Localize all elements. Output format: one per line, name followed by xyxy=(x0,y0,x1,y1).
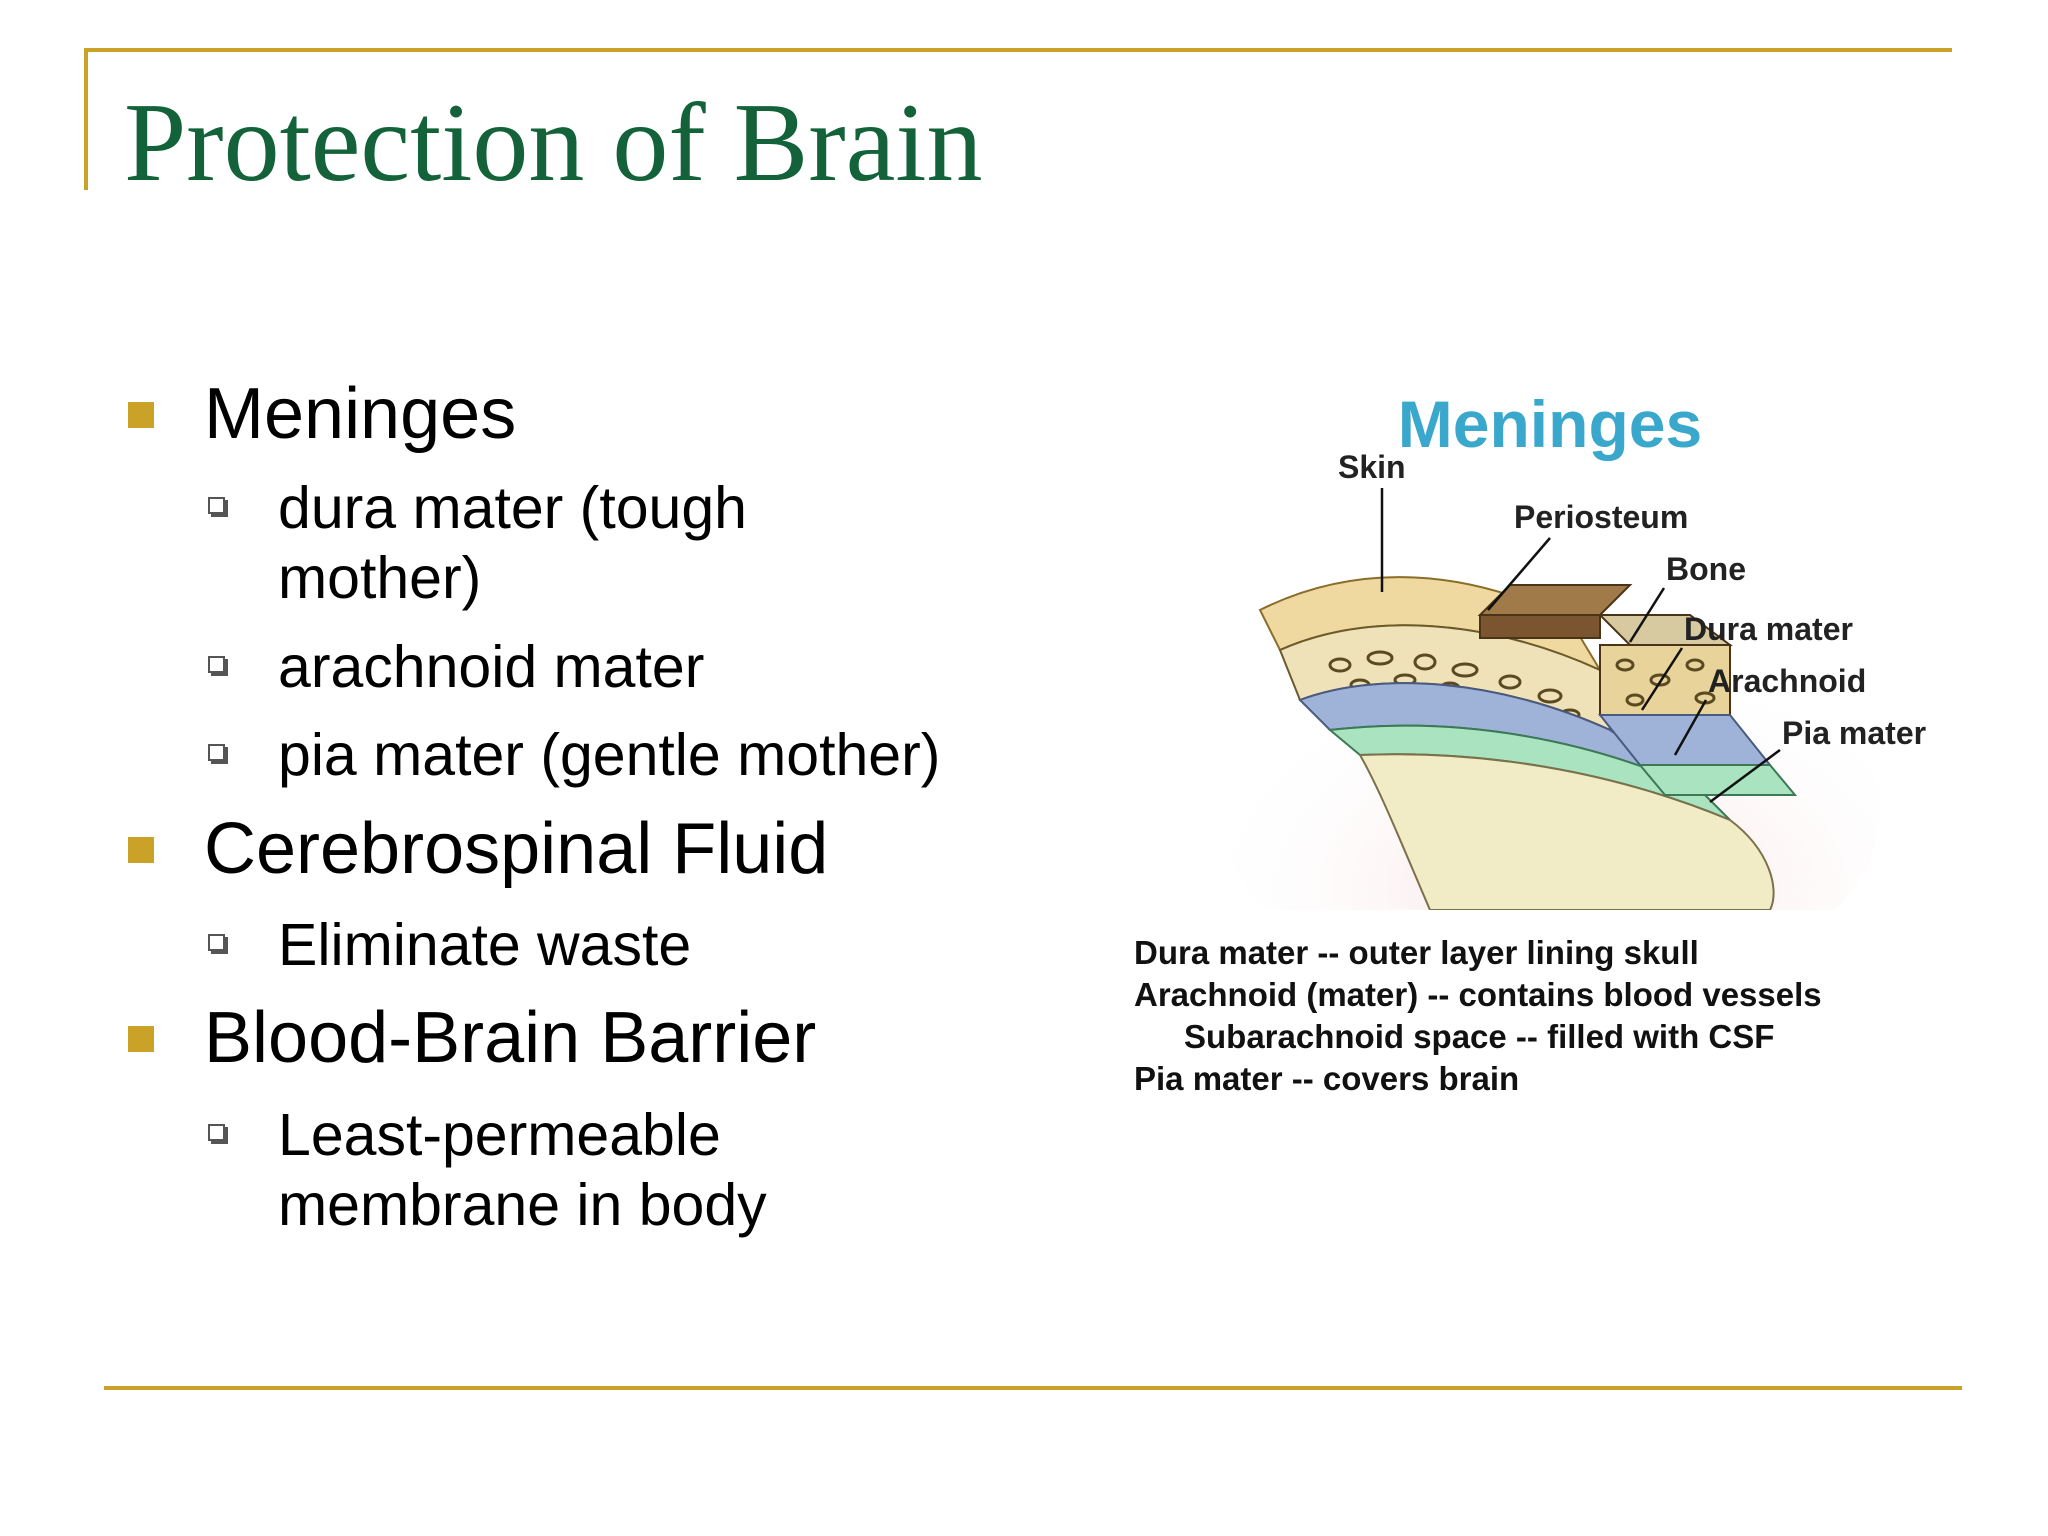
bullet-bbb: Blood-Brain Barrier xyxy=(204,998,817,1078)
top-rule xyxy=(84,48,1952,52)
label-dura: Dura mater xyxy=(1684,611,1853,647)
bullet-square-icon xyxy=(128,1026,154,1052)
sub-bullet-waste: Eliminate waste xyxy=(278,912,692,978)
sub-bullet-square-icon xyxy=(208,656,225,673)
skin-block-side xyxy=(1479,614,1601,639)
caption-line-subarachnoid: Subarachnoid space -- filled with CSF xyxy=(1184,1018,1775,1055)
arachnoid-block xyxy=(1637,764,1798,796)
label-periosteum: Periosteum xyxy=(1514,499,1688,535)
meninges-figure: Meninges xyxy=(1130,370,1970,1110)
bullet-square-icon xyxy=(128,837,154,863)
sub-bullet-square-icon xyxy=(208,1124,225,1141)
label-pia: Pia mater xyxy=(1782,715,1926,751)
label-skin: Skin xyxy=(1338,449,1406,485)
label-arachnoid: Arachnoid xyxy=(1708,663,1866,699)
sub-bullet-square-icon xyxy=(208,934,225,951)
figure-title: Meninges xyxy=(1397,387,1703,461)
caption-line-dura: Dura mater -- outer layer lining skull xyxy=(1134,934,1699,971)
pia-brain-layer xyxy=(1358,753,1775,910)
sub-bullet-dura-cont: mother) xyxy=(278,545,482,611)
slide-title: Protection of Brain xyxy=(124,81,983,205)
sub-bullet-permeable-cont: membrane in body xyxy=(278,1172,767,1238)
sub-bullet-square-icon xyxy=(208,744,225,761)
label-bone: Bone xyxy=(1666,551,1746,587)
sub-bullet-arachnoid: arachnoid mater xyxy=(278,634,705,700)
bone-block-pores xyxy=(1615,658,1716,707)
meninges-illustration: Skin Periosteum Bone Dura mater Arachnoi… xyxy=(1220,449,1926,910)
skin-block xyxy=(1477,584,1633,616)
bottom-rule xyxy=(104,1386,1962,1390)
sub-bullet-pia: pia mater (gentle mother) xyxy=(278,722,941,788)
sub-bullet-dura: dura mater (tough xyxy=(278,475,747,541)
bullet-meninges: Meninges xyxy=(204,374,517,454)
left-rule xyxy=(84,48,88,190)
caption-line-arachnoid: Arachnoid (mater) -- contains blood vess… xyxy=(1134,976,1822,1013)
bullet-csf: Cerebrospinal Fluid xyxy=(204,809,829,889)
caption-line-pia: Pia mater -- covers brain xyxy=(1134,1060,1520,1097)
sub-bullet-square-icon xyxy=(208,497,225,514)
sub-bullet-permeable: Least-permeable xyxy=(278,1102,721,1168)
label-leaders xyxy=(1380,488,1781,804)
bullet-square-icon xyxy=(128,402,154,428)
